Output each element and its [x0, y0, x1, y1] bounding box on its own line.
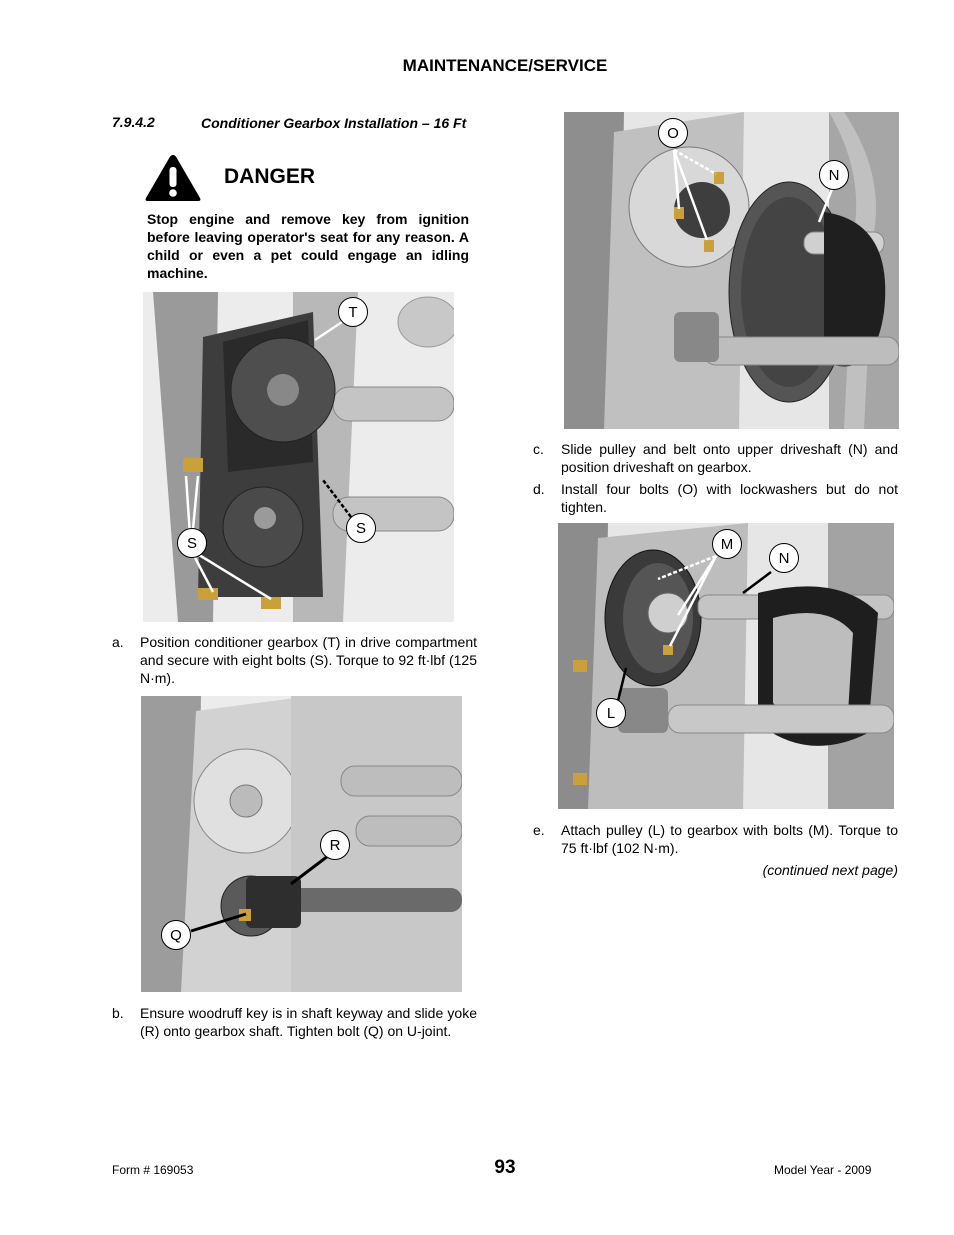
callout-t: T	[338, 297, 368, 327]
callout-s: S	[177, 528, 207, 558]
callout-n: N	[769, 543, 799, 573]
danger-text: Stop engine and remove key from ignition…	[147, 211, 469, 281]
callout-q: Q	[161, 920, 191, 950]
step-text: Install four bolts (O) with lockwashers …	[561, 481, 898, 515]
callout-r: R	[320, 830, 350, 860]
step-text: Position conditioner gearbox (T) in driv…	[140, 634, 477, 686]
step-letter: c.	[533, 441, 544, 457]
step-e: e. Attach pulley (L) to gearbox with bol…	[533, 821, 898, 859]
step-letter: e.	[533, 822, 545, 838]
step-b: b. Ensure woodruff key is in shaft keywa…	[112, 1004, 477, 1060]
step-letter: a.	[112, 634, 124, 650]
figure-yoke-installation: R Q	[141, 696, 462, 992]
model-year: Model Year - 2009	[774, 1163, 872, 1177]
page-number: 93	[494, 1157, 516, 1178]
step-c: c. Slide pulley and belt onto upper driv…	[533, 440, 898, 478]
callout-l: L	[596, 698, 626, 728]
step-text: Attach pulley (L) to gearbox with bolts …	[561, 822, 898, 856]
figure-pulley-installation: M N L	[558, 523, 894, 809]
figure-driveshaft-installation: O N	[564, 112, 899, 429]
callout-m: M	[712, 529, 742, 559]
step-a: a. Position conditioner gearbox (T) in d…	[112, 633, 477, 689]
figure-gearbox-installation: T S S	[143, 292, 454, 622]
step-text: Slide pulley and belt onto upper drivesh…	[561, 441, 898, 475]
form-number: Form # 169053	[112, 1163, 194, 1177]
callout-n: N	[819, 160, 849, 190]
section-number: 7.9.4.2	[112, 114, 155, 130]
section-title: Conditioner Gearbox Installation – 16 Ft	[201, 115, 467, 131]
step-letter: d.	[533, 481, 545, 497]
callout-o: O	[658, 118, 688, 148]
continued-note: (continued next page)	[762, 862, 898, 878]
page-header: MAINTENANCE/SERVICE	[402, 56, 608, 75]
warning-triangle-icon	[143, 152, 203, 209]
step-text: Ensure woodruff key is in shaft keyway a…	[140, 1005, 477, 1039]
callout-s: S	[346, 513, 376, 543]
danger-label: DANGER	[224, 165, 316, 188]
step-letter: b.	[112, 1005, 124, 1021]
step-d: d. Install four bolts (O) with lockwashe…	[533, 480, 898, 518]
